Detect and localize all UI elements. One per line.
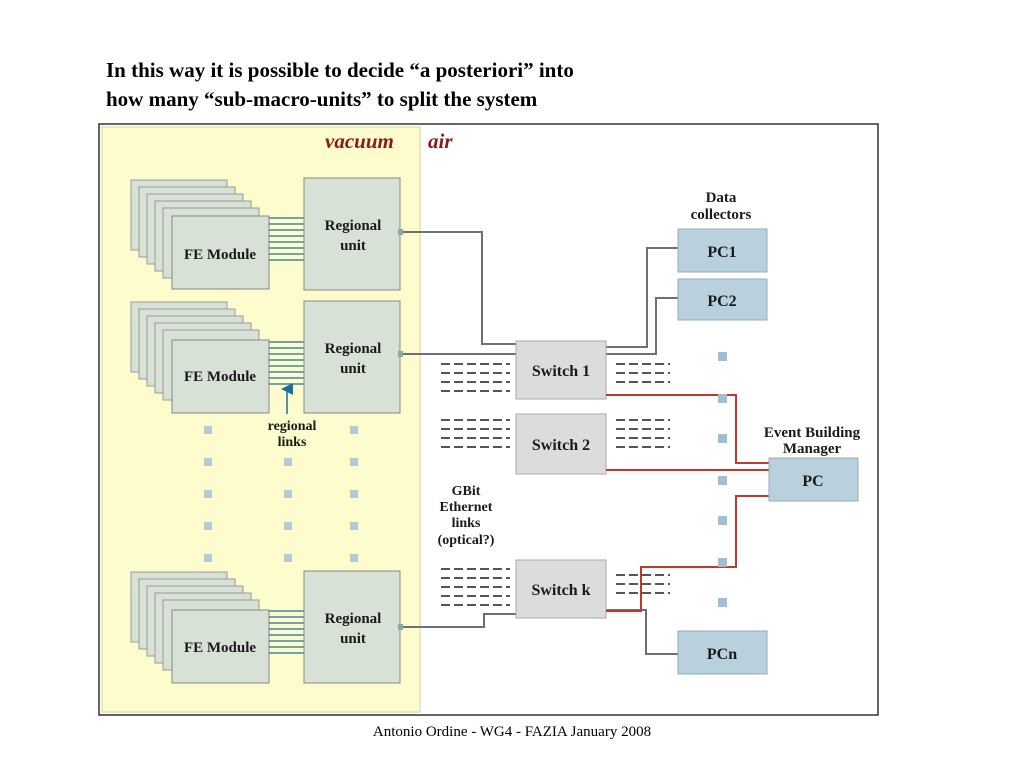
air-ellipsis-dots bbox=[718, 352, 727, 607]
slide-footer: Antonio Ordine - WG4 - FAZIA January 200… bbox=[372, 724, 652, 740]
svg-text:links: links bbox=[452, 516, 481, 531]
regional-links-3 bbox=[269, 610, 304, 654]
regional-links-label-b: links bbox=[278, 435, 307, 450]
pc2-label: PC2 bbox=[707, 293, 736, 310]
fe-module-box-3 bbox=[171, 609, 270, 684]
pc1-label: PC1 bbox=[707, 244, 736, 261]
gbit-label: GBit Ethernet links (optical?) bbox=[438, 484, 495, 548]
fe-module-stack-1: FE Module bbox=[130, 179, 270, 290]
regional-links-1 bbox=[269, 217, 304, 261]
switch-2: Switch 2 bbox=[515, 413, 607, 475]
regional-unit-3: Regional unit bbox=[303, 570, 401, 684]
regional-unit-label-1a: Regional bbox=[325, 218, 382, 234]
fe-module-box-2 bbox=[171, 339, 270, 414]
pcn-label: PCn bbox=[707, 646, 737, 663]
vacuum-ellipsis-dots bbox=[204, 426, 358, 562]
event-building-pc-box: PC bbox=[768, 457, 859, 502]
fe-module-label-1: FE Module bbox=[184, 247, 256, 263]
fe-module-label-3: FE Module bbox=[184, 640, 256, 656]
fe-module-stack-2: FE Module bbox=[130, 301, 270, 414]
data-collectors-label-b: collectors bbox=[691, 207, 752, 223]
switch-k-label: Switch k bbox=[531, 582, 590, 599]
regional-unit-1: Regional unit bbox=[303, 177, 401, 291]
regional-unit-2: Regional unit bbox=[303, 300, 401, 414]
event-building-label-b: Manager bbox=[783, 441, 842, 457]
data-collectors-label-a: Data bbox=[706, 190, 737, 206]
fe-module-stack-3: FE Module bbox=[130, 571, 270, 684]
switch-2-label: Switch 2 bbox=[532, 437, 590, 454]
pc1-box: PC1 bbox=[677, 228, 768, 273]
regional-unit-label-3a: Regional bbox=[325, 611, 382, 627]
regional-unit-label-2a: Regional bbox=[325, 341, 382, 357]
pc2-box: PC2 bbox=[677, 278, 768, 321]
regional-links-2 bbox=[269, 341, 304, 385]
title-line-2: how many “sub-macro-units” to split the … bbox=[106, 87, 538, 111]
port-ticks bbox=[398, 229, 403, 630]
regional-unit-label-1b: unit bbox=[340, 238, 366, 254]
pcn-box: PCn bbox=[677, 630, 768, 675]
slide-title: In this way it is possible to decide “a … bbox=[106, 56, 806, 114]
event-building-label-a: Event Building bbox=[764, 425, 861, 441]
air-label: air bbox=[428, 129, 453, 153]
svg-text:Ethernet: Ethernet bbox=[440, 500, 493, 515]
regional-unit-label-2b: unit bbox=[340, 361, 366, 377]
fe-module-label-2: FE Module bbox=[184, 369, 256, 385]
regional-unit-label-3b: unit bbox=[340, 631, 366, 647]
svg-text:(optical?): (optical?) bbox=[438, 533, 495, 548]
vacuum-label: vacuum bbox=[325, 129, 394, 153]
switch-1-label: Switch 1 bbox=[532, 363, 590, 380]
event-building-pc-label: PC bbox=[802, 473, 823, 490]
title-line-1: In this way it is possible to decide “a … bbox=[106, 58, 574, 82]
switch-k: Switch k bbox=[515, 559, 607, 619]
gbit-dashed-links bbox=[441, 363, 670, 606]
switch-1: Switch 1 bbox=[515, 340, 607, 400]
fe-module-box-1 bbox=[171, 215, 270, 290]
svg-text:GBit: GBit bbox=[452, 484, 481, 499]
regional-links-label-a: regional bbox=[268, 419, 317, 434]
event-building-links bbox=[606, 394, 769, 612]
